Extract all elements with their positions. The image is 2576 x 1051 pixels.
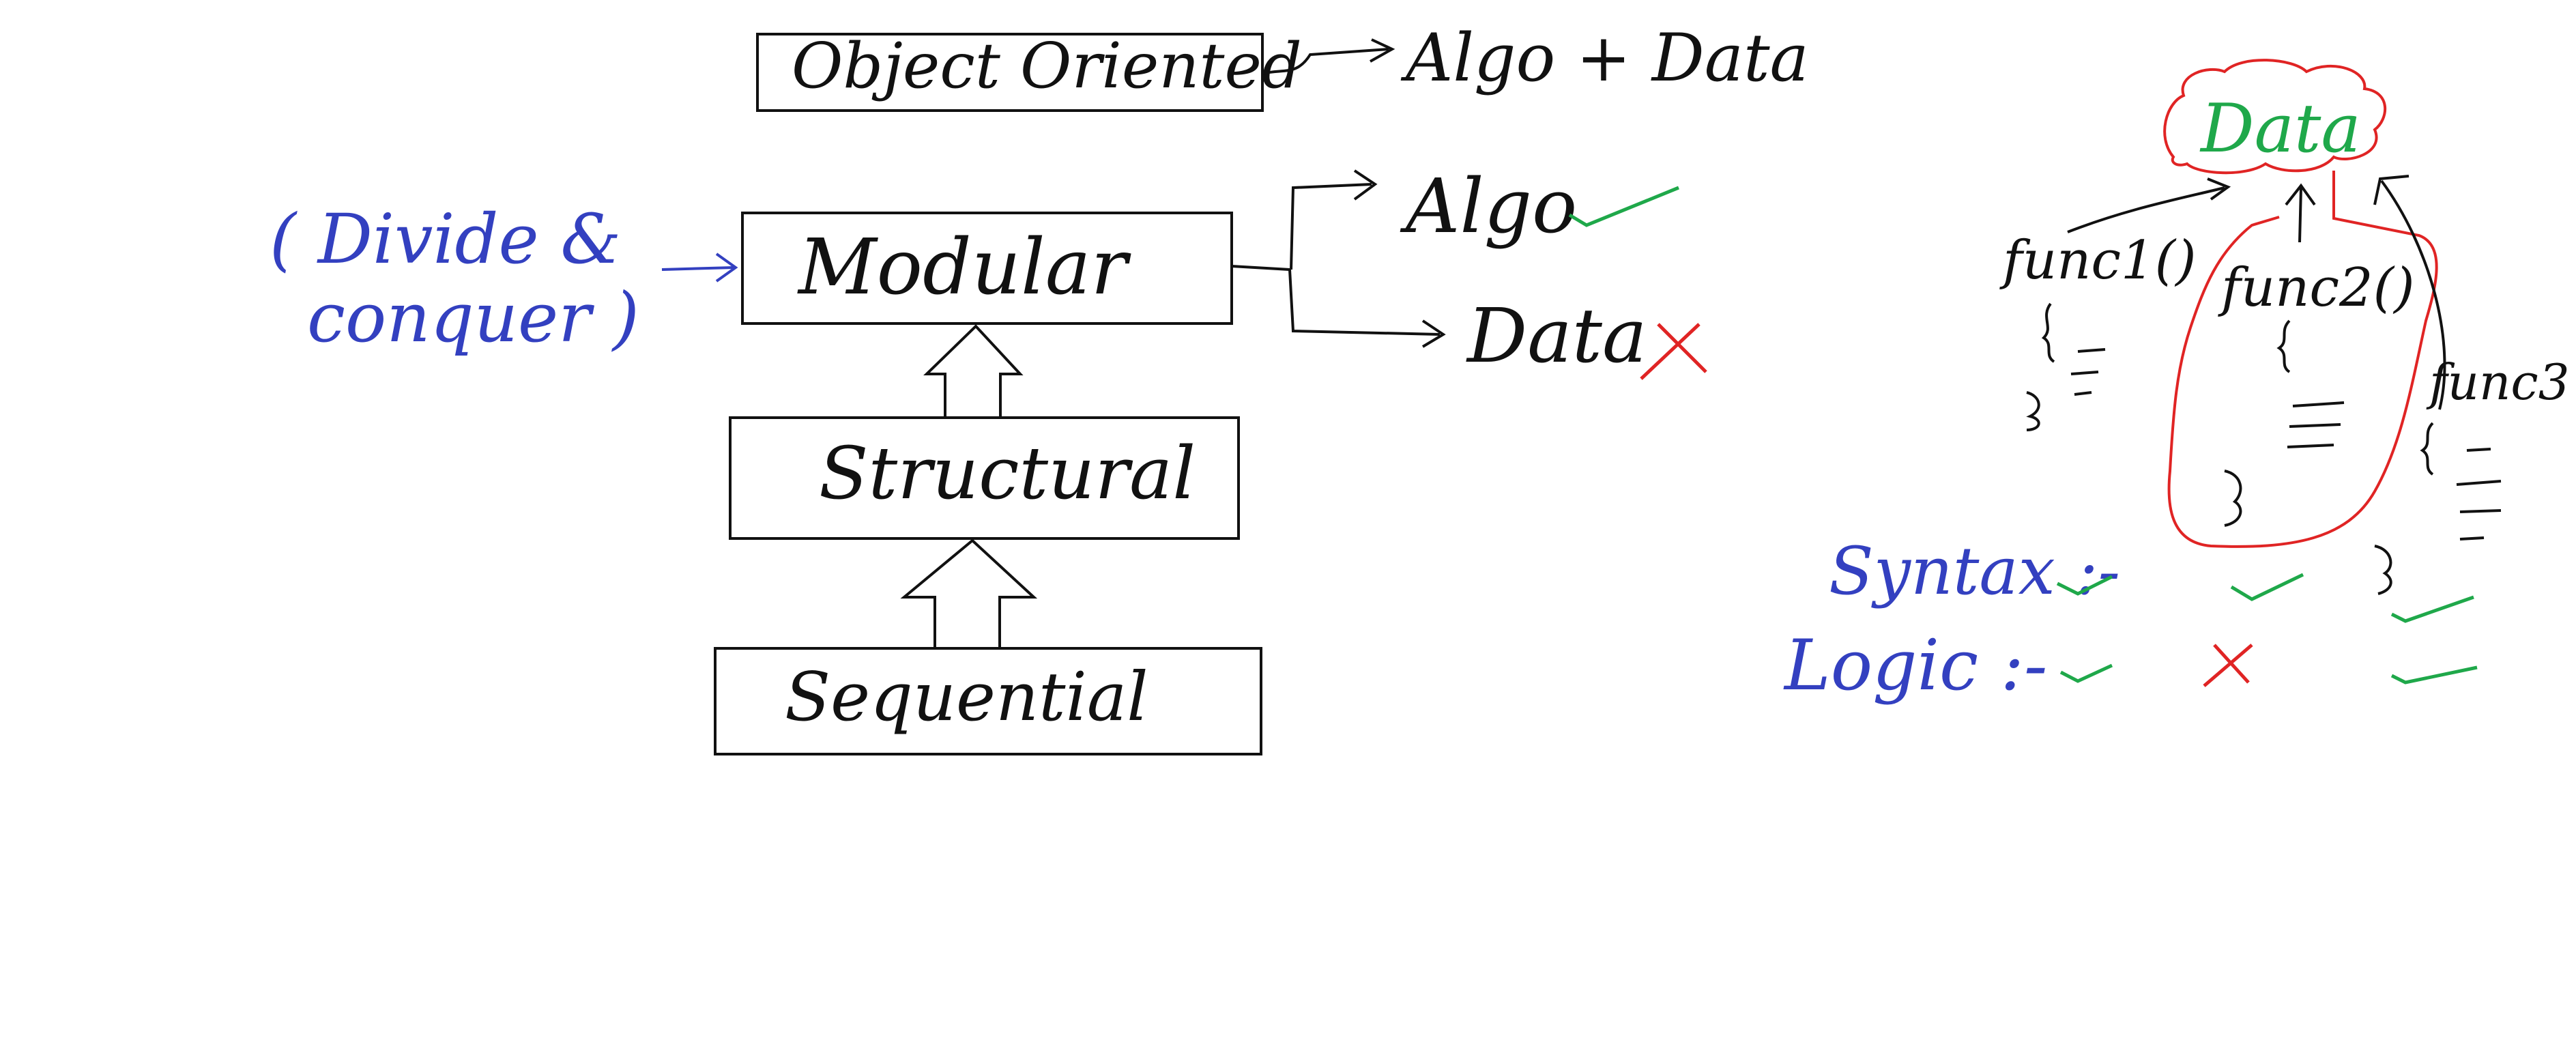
- modular-box: Modular: [741, 212, 1233, 325]
- syntax-func2-check-icon: [2230, 573, 2304, 601]
- divide-conquer-line2: conquer ): [307, 278, 639, 358]
- up-arrow-structural-to-modular: [923, 324, 1024, 418]
- syntax-row: Syntax :-: [1829, 533, 2474, 623]
- data-label: Data: [1466, 292, 1647, 379]
- syntax-label: Syntax :-: [1829, 533, 2120, 609]
- func2-label: func2(): [2218, 257, 2415, 319]
- sequential-label: Sequential: [785, 659, 1148, 736]
- divide-conquer-line1: ( Divide &: [270, 199, 621, 279]
- data-cloud-label: Data: [2199, 90, 2361, 168]
- func1-label: func1(): [1999, 230, 2197, 291]
- func2-block: func2(): [2218, 257, 2415, 527]
- logic-func3-check-icon: [2390, 665, 2478, 685]
- up-arrow-sequential-to-structural: [900, 538, 1038, 648]
- algo-plus-data-label: Algo + Data: [1400, 20, 1809, 96]
- divide-conquer-note: ( Divide & conquer ): [270, 199, 738, 358]
- algo-check-icon: [1568, 186, 1679, 227]
- logic-label: Logic :-: [1783, 625, 2047, 706]
- structural-box: Structural: [729, 416, 1240, 540]
- object-oriented-box: Object Oriented: [756, 29, 1302, 112]
- modular-branch-arrows: [1231, 169, 1446, 348]
- modular-label: Modular: [797, 223, 1132, 312]
- syntax-func1-check-icon: [2056, 575, 2113, 596]
- func3-block: func3: [2374, 354, 2570, 595]
- object-oriented-label: Object Oriented: [792, 29, 1302, 102]
- function-to-data-arrows: [2067, 175, 2446, 410]
- algo-label: Algo: [1400, 162, 1577, 250]
- arrow-to-algo-data: [1262, 38, 1395, 75]
- logic-func1-check-icon: [2059, 663, 2113, 683]
- structural-label: Structural: [819, 431, 1196, 515]
- data-cloud: Data: [2163, 59, 2387, 175]
- func3-label: func3: [2426, 354, 2570, 411]
- data-cross-icon: [1640, 323, 1707, 380]
- logic-func2-cross-icon: [2203, 644, 2253, 687]
- func1-block: func1(): [1999, 230, 2197, 431]
- syntax-func3-check-icon: [2390, 595, 2474, 623]
- sequential-box: Sequential: [714, 647, 1262, 755]
- func2-enclosure: [2167, 171, 2438, 548]
- logic-row: Logic :-: [1783, 625, 2478, 706]
